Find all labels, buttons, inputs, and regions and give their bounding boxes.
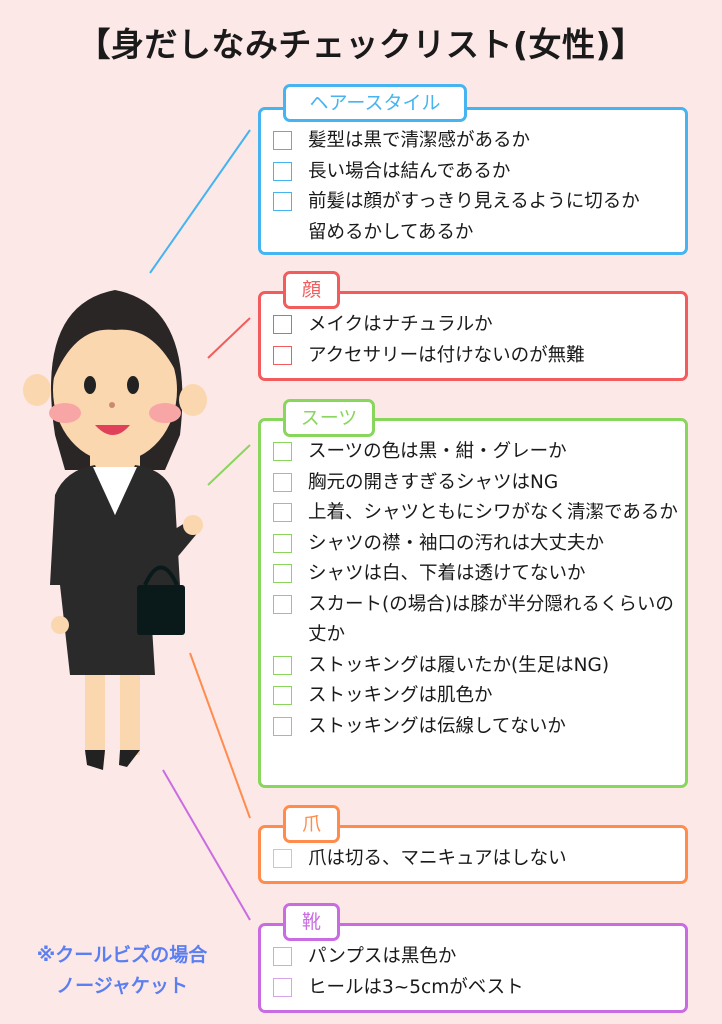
checklist-item[interactable]: メイクはナチュラルか [271,310,685,341]
item-text: ストッキングは伝線してないか [308,715,566,737]
note-line-2: ノージャケット [56,975,188,997]
section-tab-shoes: 靴 [283,903,340,941]
item-text: アクセサリーは付けないのが無難 [308,344,585,366]
item-text: 髪型は黒で清潔感があるか [308,130,531,151]
item-text: 上着、シャツともにシワがなく清潔であるか [308,502,678,523]
section-tab-suit: スーツ [283,399,375,437]
section-hairstyle: 髪型は黒で清潔感があるか 長い場合は結んであるか 前髪は顔がすっきり見えるように… [258,107,688,255]
checkbox[interactable] [273,716,292,736]
checklist-item[interactable]: 長い場合は結んであるか [271,157,685,188]
businesswoman-illustration [23,290,207,770]
checklist-item[interactable]: ストッキングは履いたか(生足はNG) [271,651,685,682]
section-suit: スーツの色は黒・紺・グレーか 胸元の開きすぎるシャツはNG 上着、シャツともにシ… [258,418,688,788]
item-text: スーツの色は黒・紺・グレーか [308,441,567,462]
face-connector [207,317,251,359]
item-text: シャツの襟・袖口の汚れは大丈夫か [308,532,605,554]
item-text: パンプスは黒色か [308,946,457,967]
item-text: メイクはナチュラルか [308,314,493,335]
section-shoes: パンプスは黒色か ヒールは3~5cmがベスト [258,923,688,1013]
section-tab-face: 顔 [283,271,340,309]
checkbox[interactable] [273,849,292,868]
item-text: スカート(の場合)は膝が半分隠れるくらいの丈か [308,593,674,646]
item-text: 胸元の開きすぎるシャツはNG [308,471,559,493]
note-line-1: ※クールビズの場合 [36,944,208,966]
item-text: 前髪は顔がすっきり見えるように切るか留めるかしてあるか [308,191,640,243]
checklist-item[interactable]: 上着、シャツともにシワがなく清潔であるか [271,498,685,529]
checklist-item[interactable]: ヒールは3~5cmがベスト [271,973,685,1004]
checkbox[interactable] [273,594,292,614]
checkbox[interactable] [273,345,292,365]
checkbox[interactable] [273,503,292,522]
checkbox[interactable] [273,161,292,181]
checkbox[interactable] [273,131,292,150]
item-text: 爪は切る、マニキュアはしない [308,848,567,869]
checklist-item[interactable]: 前髪は顔がすっきり見えるように切るか留めるかしてあるか [271,187,685,248]
checklist-item[interactable]: 髪型は黒で清潔感があるか [271,126,685,157]
checkbox[interactable] [273,472,292,492]
page-title: 【身だしなみチェックリスト(女性)】 [77,25,645,64]
section-tab-hairstyle: ヘアースタイル [283,84,467,122]
checklist-item[interactable]: 爪は切る、マニキュアはしない [271,844,685,875]
checklist-item[interactable]: スーツの色は黒・紺・グレーか [271,437,685,468]
checkbox[interactable] [273,564,292,583]
checkbox[interactable] [273,655,292,675]
suit-connector [207,444,251,486]
checklist-item[interactable]: パンプスは黒色か [271,942,685,973]
checklist-item[interactable]: 胸元の開きすぎるシャツはNG [271,468,685,499]
checkbox[interactable] [273,977,292,997]
shoes-connector [162,769,251,921]
item-text: ストッキングは履いたか(生足はNG) [308,654,610,676]
item-text: ストッキングは肌色か [308,685,493,706]
checklist-item[interactable]: スカート(の場合)は膝が半分隠れるくらいの丈か [271,590,685,651]
checklist-item[interactable]: シャツの襟・袖口の汚れは大丈夫か [271,529,685,560]
checkbox[interactable] [273,533,292,553]
nail-connector [189,652,251,819]
section-tab-nails: 爪 [283,805,340,843]
checklist-item[interactable]: ストッキングは伝線してないか [271,712,685,743]
checkbox[interactable] [273,442,292,461]
checklist-item[interactable]: ストッキングは肌色か [271,681,685,712]
item-text: シャツは白、下着は透けてないか [308,563,586,584]
item-text: ヒールは3~5cmがベスト [308,976,524,998]
item-text: 長い場合は結んであるか [308,160,511,182]
hair-connector [149,129,251,274]
coolbiz-note: ※クールビズの場合 ノージャケット [12,940,232,1002]
checkbox[interactable] [273,315,292,334]
checkbox[interactable] [273,947,292,966]
checkbox[interactable] [273,192,292,211]
checklist-item[interactable]: シャツは白、下着は透けてないか [271,559,685,590]
checklist-item[interactable]: アクセサリーは付けないのが無難 [271,341,685,372]
checkbox[interactable] [273,686,292,705]
